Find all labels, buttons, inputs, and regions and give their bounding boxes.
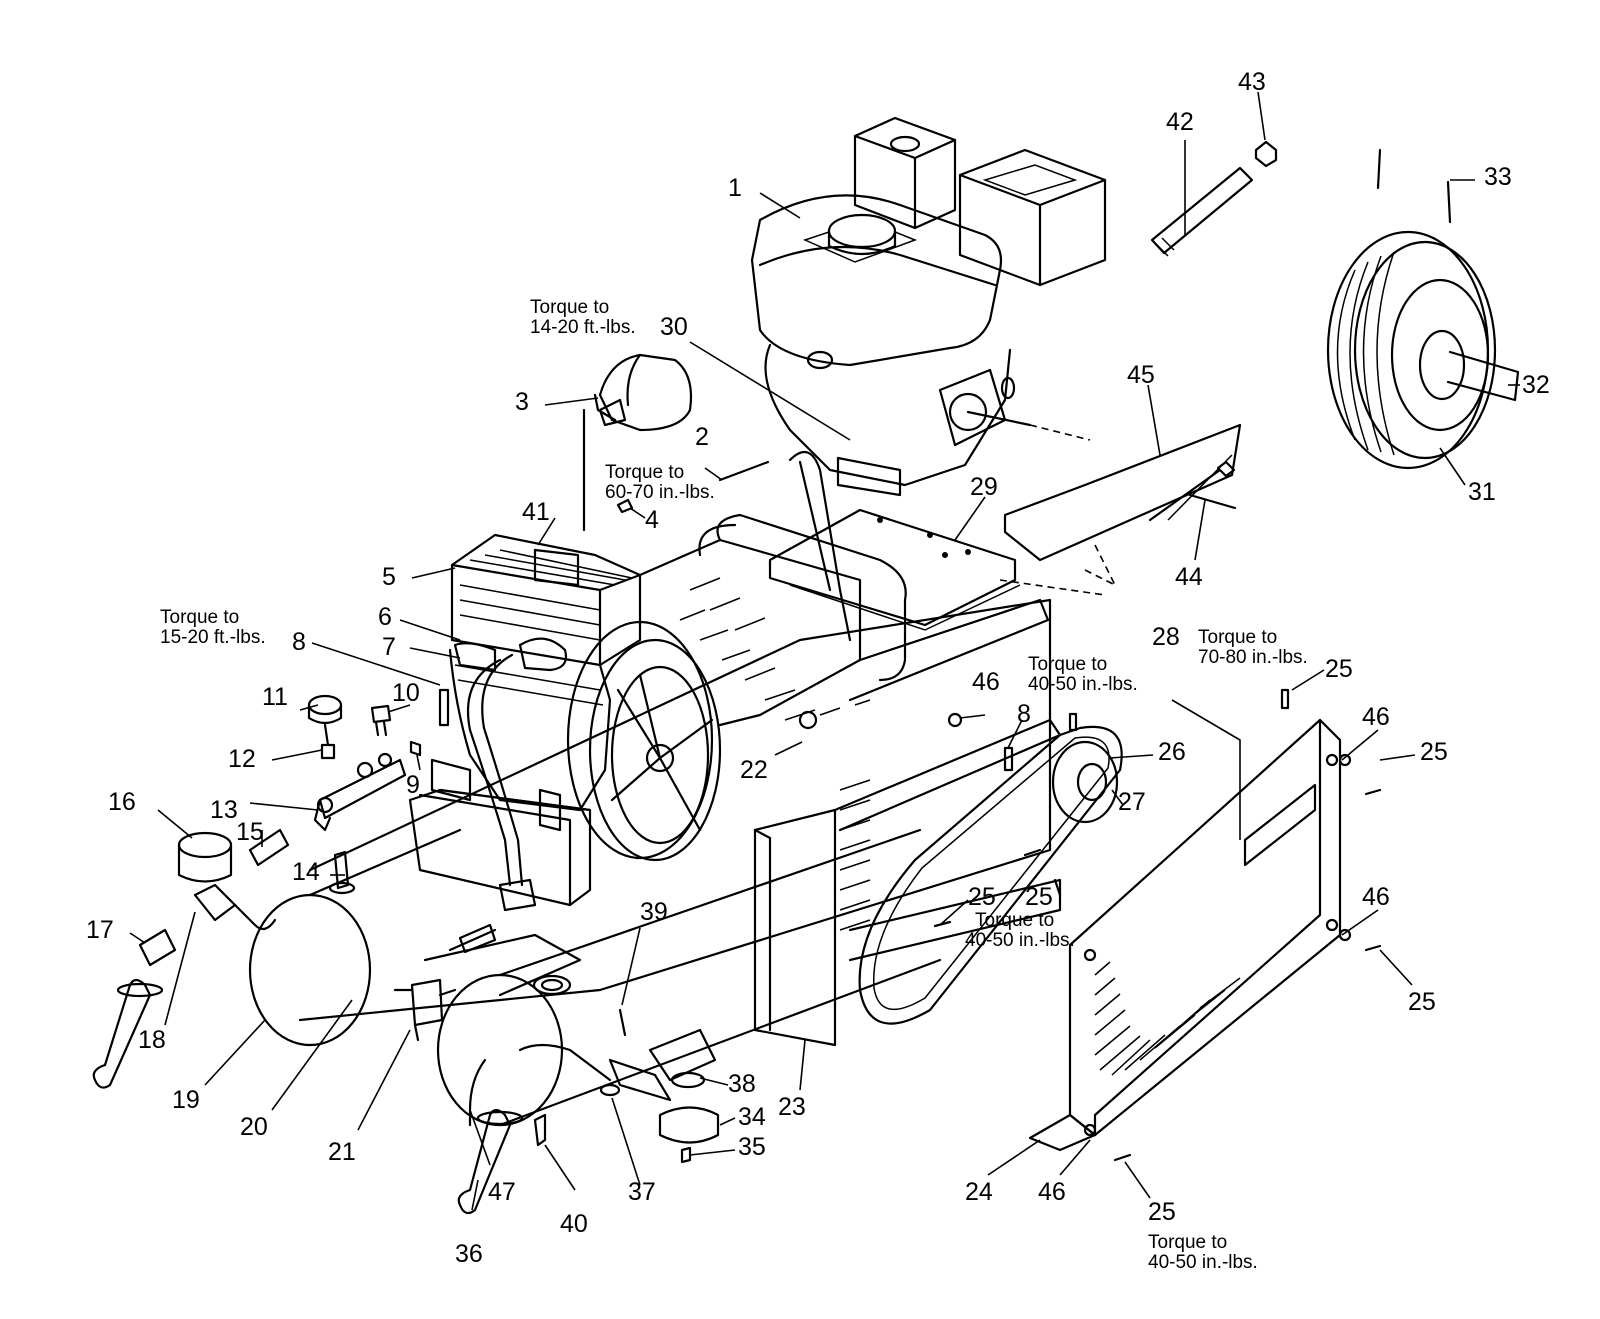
callout-26: 26 [1158,738,1186,766]
callout-9: 9 [406,771,420,799]
callout-6: 6 [378,603,392,631]
callout-8b: 8 [1017,700,1031,728]
callout-5: 5 [382,563,396,591]
callout-29: 29 [970,473,998,501]
torque-note-4-line2: 60-70 in.-lbs. [605,482,715,503]
callout-25d: 25 [968,883,996,911]
torque-note-25b-line2: 40-50 in.-lbs. [1148,1252,1258,1273]
engine-drawing [750,116,1107,497]
callout-7: 7 [382,633,396,661]
bracket-drawing [1003,423,1242,586]
base-plate-drawing [768,508,1106,631]
callout-39: 39 [640,898,668,926]
belt-and-pulley-drawing [858,725,1123,1025]
flywheel-drawing [566,620,722,862]
leader-lines [129,91,1520,1211]
torque-note-8-line1: Torque to [160,607,239,628]
tank-drawing [248,598,1052,1127]
callout-41: 41 [522,498,550,526]
torque-note-28-line1: Torque to [1028,654,1107,675]
callout-27: 27 [1118,788,1146,816]
callout-21: 21 [328,1138,356,1166]
callout-17: 17 [86,916,114,944]
fasteners-drawing [438,498,1382,1162]
callout-25f: 25 [1025,883,1053,911]
callout-32: 32 [1522,371,1550,399]
torque-notes: Torque to 14-20 ft.-lbs. Torque to 60-70… [160,297,1308,1273]
compressor-pump-drawing [430,353,693,832]
callout-35: 35 [738,1133,766,1161]
callout-20: 20 [240,1113,268,1141]
callout-28: 28 [1152,623,1180,651]
callout-36: 36 [455,1240,483,1268]
callout-30: 30 [660,313,688,341]
callout-24: 24 [965,1178,993,1206]
callout-4: 4 [645,506,659,534]
torque-note-30-line2: 14-20 ft.-lbs. [530,317,636,338]
torque-note-30-line1: Torque to [530,297,609,318]
callout-15: 15 [236,818,264,846]
callout-8: 8 [292,628,306,656]
callout-25c: 25 [1408,988,1436,1016]
callout-12: 12 [228,745,256,773]
belt-guard-frame-drawing [753,718,1062,1047]
callout-43: 43 [1238,68,1266,96]
callout-16: 16 [108,788,136,816]
torque-note-25-line1: Torque to [975,910,1054,931]
callout-22: 22 [740,756,768,784]
torque-note-28b-line2: 70-80 in.-lbs. [1198,647,1308,668]
shroud-drawing [638,513,1050,730]
callout-23: 23 [778,1093,806,1121]
torque-note-28b-line1: Torque to [1198,627,1277,648]
torque-note-25b-line1: Torque to [1148,1232,1227,1253]
torque-note-8-line2: 15-20 ft.-lbs. [160,627,266,648]
callout-19: 19 [172,1086,200,1114]
callout-46d: 46 [1038,1178,1066,1206]
callout-11: 11 [262,683,288,711]
callout-33: 33 [1484,163,1512,191]
callout-25e: 25 [1148,1198,1176,1226]
callout-47: 47 [488,1178,516,1206]
callout-3: 3 [515,388,529,416]
callout-18: 18 [138,1026,166,1054]
callout-46a: 46 [972,668,1000,696]
callout-1: 1 [728,174,742,202]
callout-44: 44 [1175,563,1203,591]
callout-40: 40 [560,1210,588,1238]
plumbing-drawing [393,450,852,1127]
callout-31: 31 [1468,478,1496,506]
callout-25b: 25 [1420,738,1448,766]
callout-13: 13 [210,796,238,824]
callout-37: 37 [628,1178,656,1206]
callout-45: 45 [1127,361,1155,389]
torque-note-4-line1: Torque to [605,462,684,483]
torque-note-25-line2: 40-50 in.-lbs. [965,930,1075,951]
manifold-drawing [92,694,720,1215]
callout-numbers: 1 2 3 4 5 6 7 8 8 9 10 11 12 13 14 15 16… [86,68,1550,1268]
callout-10: 10 [392,679,420,707]
callout-14: 14 [292,858,320,886]
torque-note-28-line2: 40-50 in.-lbs. [1028,674,1138,695]
belt-guard-cover-drawing [1028,718,1342,1152]
callout-42: 42 [1166,108,1194,136]
callout-25a: 25 [1325,655,1353,683]
callout-34: 34 [738,1103,766,1131]
callout-46b: 46 [1362,703,1390,731]
axle-and-wheel-drawing [1150,140,1520,470]
callout-2: 2 [695,423,709,451]
callout-46c: 46 [1362,883,1390,911]
callout-38: 38 [728,1070,756,1098]
